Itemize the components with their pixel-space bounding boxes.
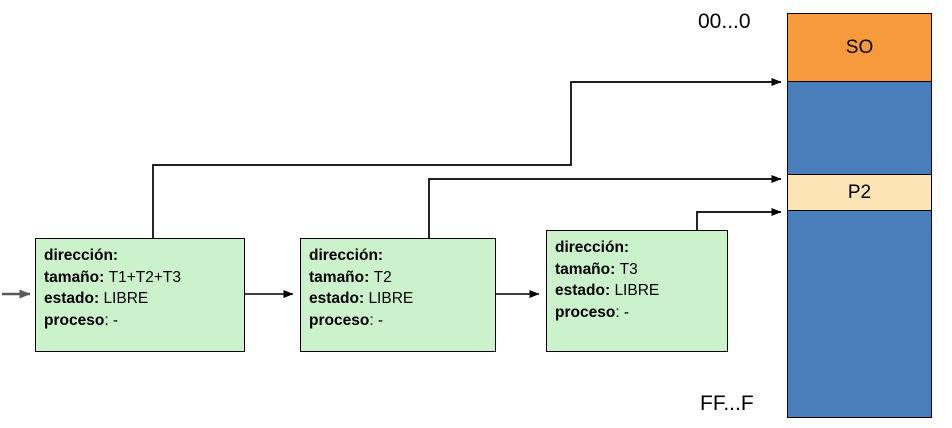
node3-field-direccion: dirección:: [555, 237, 727, 259]
address-label-high: FF...F: [700, 392, 754, 415]
node1-field-estado: estado: LIBRE: [44, 288, 244, 310]
node1-value-proceso: : -: [104, 311, 119, 329]
node3-value-tamano: T3: [619, 260, 638, 278]
node2-key-direccion: dirección:: [309, 247, 384, 264]
memory-segment-free-2: [788, 212, 931, 417]
node2-value-proceso: : -: [369, 311, 384, 329]
memory-segment-process-p2: P2: [788, 174, 931, 211]
node1-key-direccion: dirección:: [44, 247, 119, 264]
node2-field-estado: estado: LIBRE: [309, 288, 495, 310]
free-block-descriptor-3[interactable]: dirección: tamaño: T3 estado: LIBRE proc…: [546, 230, 728, 352]
free-block-descriptor-1[interactable]: dirección: tamaño: T1+T2+T3 estado: LIBR…: [35, 238, 245, 352]
address-label-low: 00...0: [698, 10, 751, 33]
node2-value-estado: LIBRE: [368, 290, 414, 307]
node2-value-tamano: T2: [373, 268, 392, 286]
node3-value-proceso: : -: [615, 303, 630, 321]
node3-field-estado: estado: LIBRE: [555, 280, 727, 302]
node3-key-direccion: dirección:: [555, 239, 630, 256]
pointer-node1-to-memory: [152, 78, 782, 238]
node2-key-estado: estado:: [309, 290, 365, 307]
node1-field-tamano: tamaño: T1+T2+T3: [44, 267, 244, 289]
node1-key-tamano: tamaño:: [44, 268, 105, 286]
free-block-descriptor-2[interactable]: dirección: tamaño: T2 estado: LIBRE proc…: [300, 238, 496, 352]
node1-value-estado: LIBRE: [103, 290, 149, 307]
node3-field-tamano: tamaño: T3: [555, 259, 727, 281]
node1-key-proceso: proceso: [44, 311, 105, 329]
node3-key-estado: estado:: [555, 282, 611, 299]
memory-segment-free-1: [788, 83, 931, 174]
pointer-node3-to-memory: [696, 208, 782, 230]
node1-value-tamano: T1+T2+T3: [108, 268, 181, 286]
memory-bar: SO P2: [787, 13, 932, 418]
node2-field-direccion: dirección:: [309, 245, 495, 267]
node1-key-estado: estado:: [44, 290, 100, 307]
node1-field-proceso: proceso: -: [44, 310, 244, 332]
memory-segment-os: SO: [788, 14, 931, 82]
pointer-node2-to-memory: [428, 175, 782, 238]
node3-key-proceso: proceso: [555, 303, 616, 321]
node3-field-proceso: proceso: -: [555, 302, 727, 324]
node2-key-tamano: tamaño:: [309, 268, 370, 286]
node3-key-tamano: tamaño:: [555, 260, 616, 278]
node1-field-direccion: dirección:: [44, 245, 244, 267]
node2-key-proceso: proceso: [309, 311, 370, 329]
node3-value-estado: LIBRE: [614, 282, 660, 299]
node2-field-tamano: tamaño: T2: [309, 267, 495, 289]
node2-field-proceso: proceso: -: [309, 310, 495, 332]
